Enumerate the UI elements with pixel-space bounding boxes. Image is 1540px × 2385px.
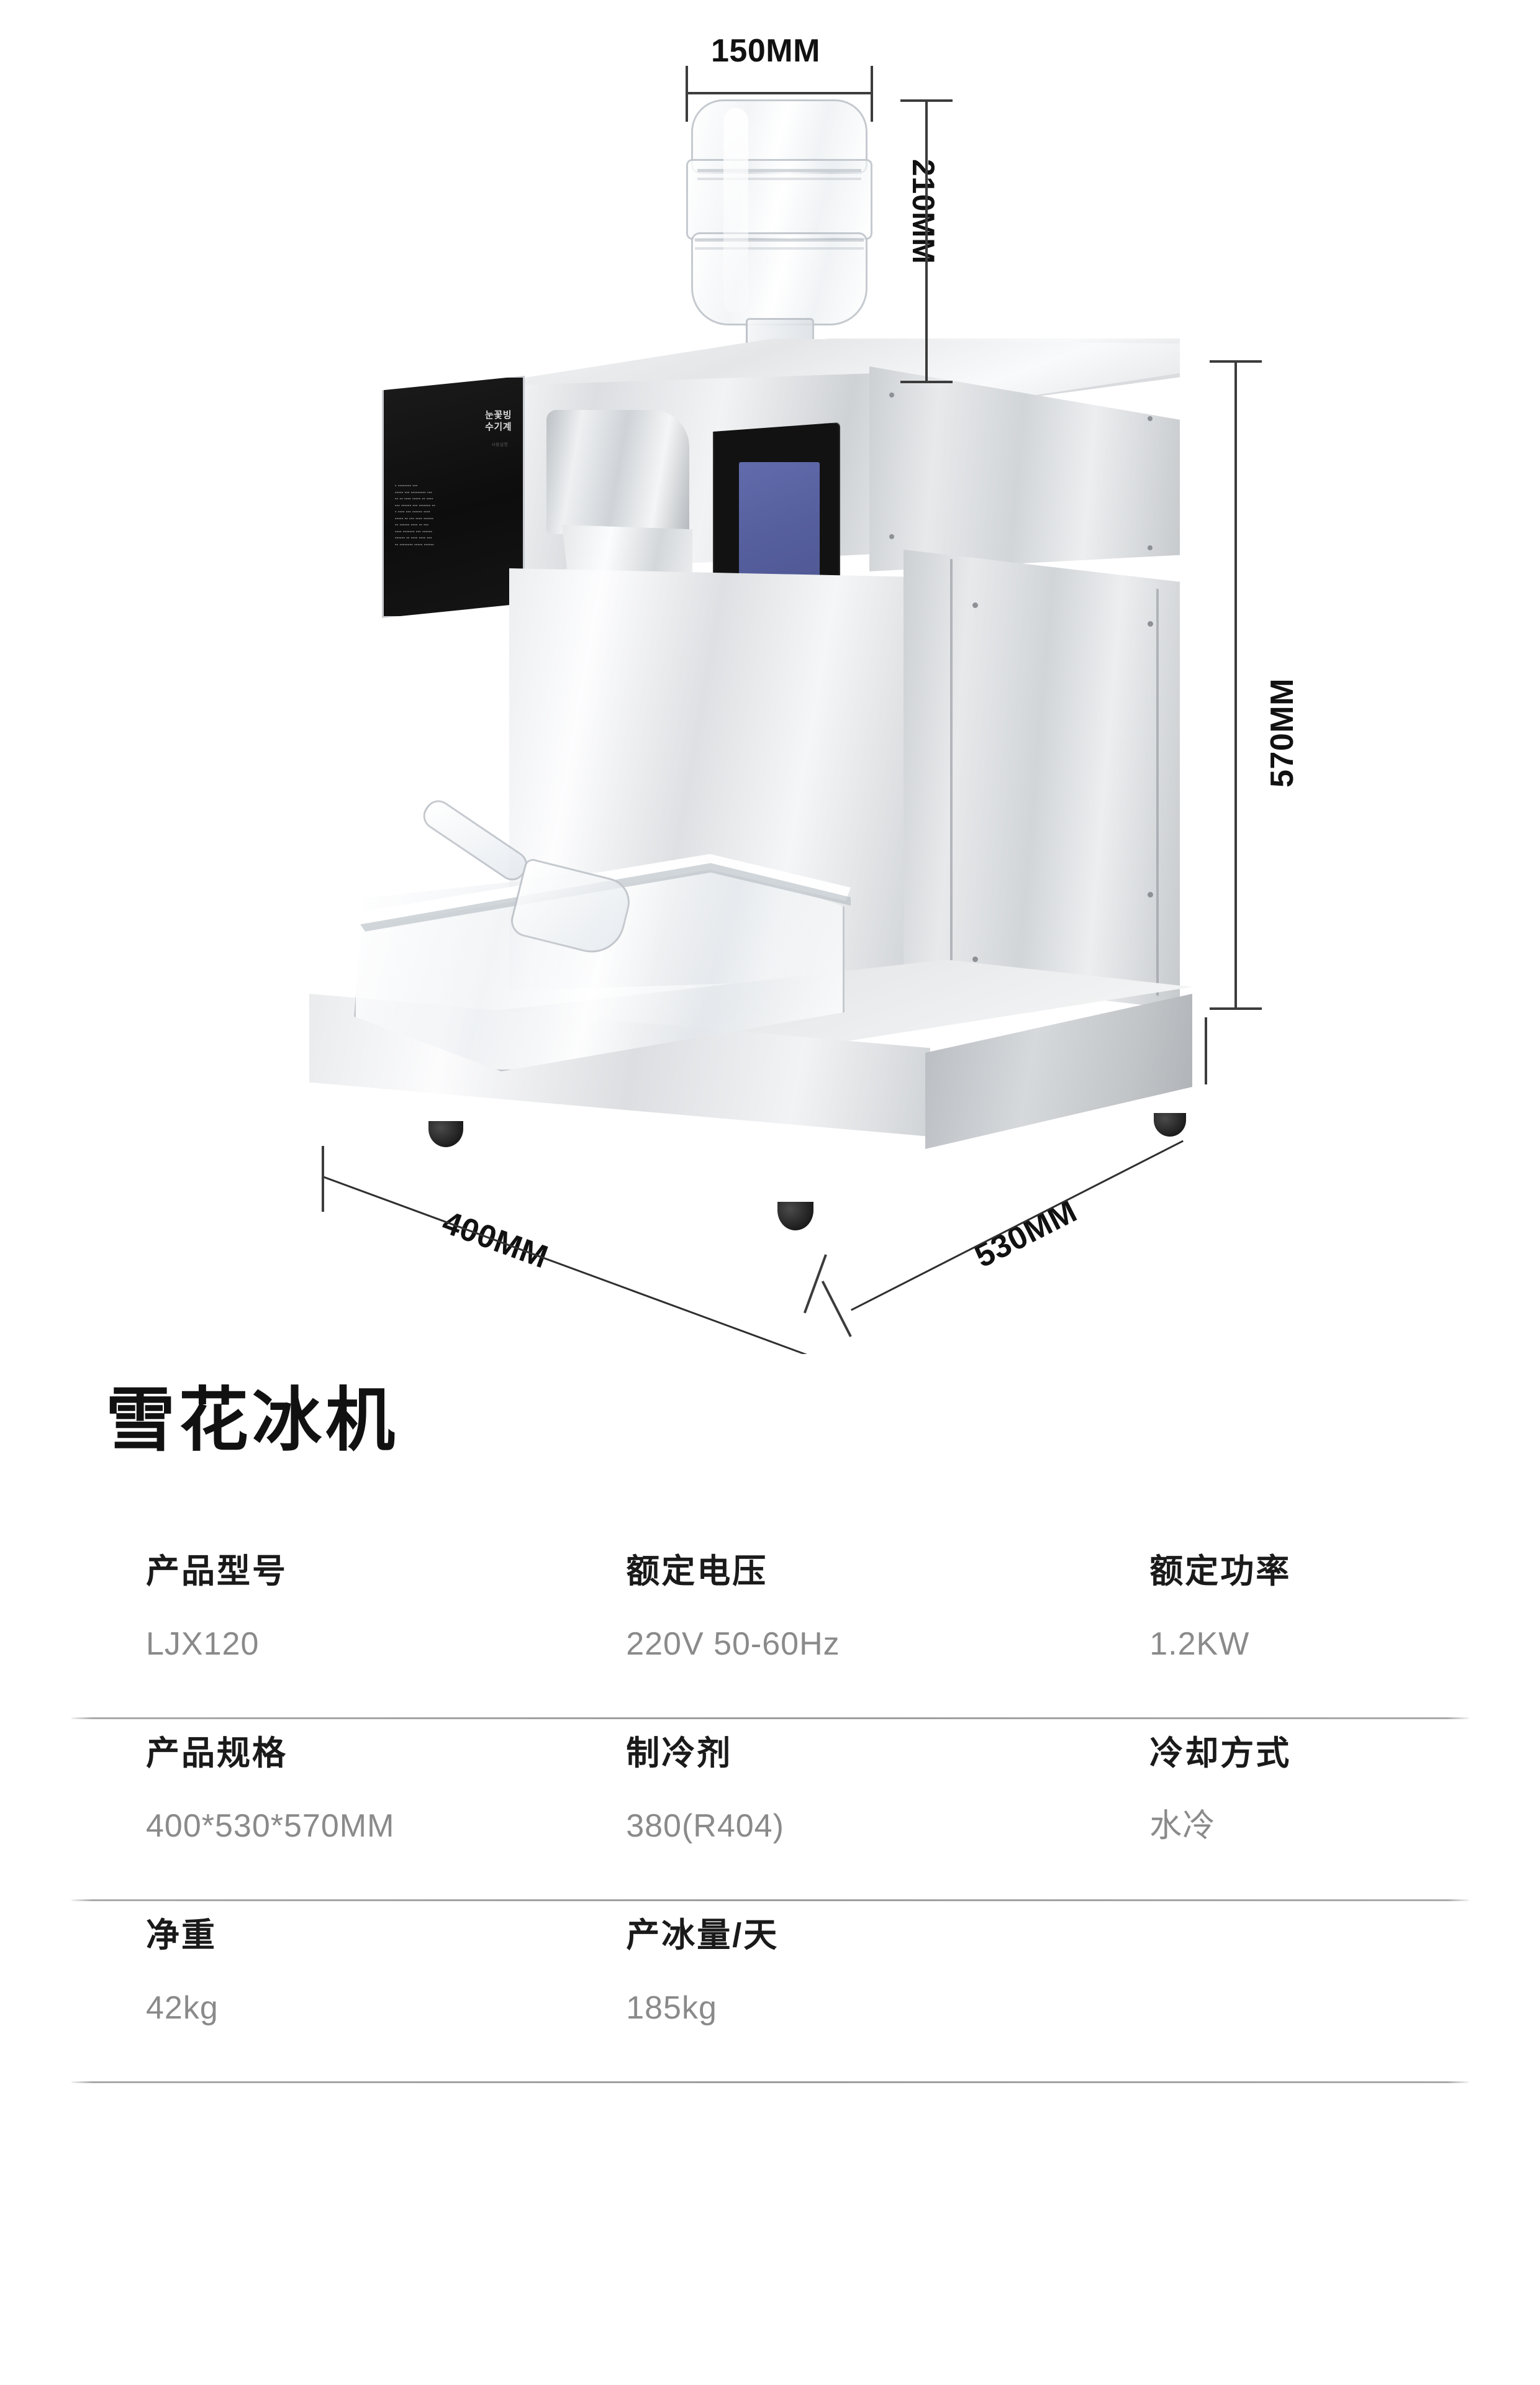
panel-screw — [972, 602, 978, 608]
spec-cell-cooling-method: 冷却方式 水冷 — [1128, 1719, 1465, 1899]
spec-cell-refrigerant: 制冷剂 380(R404) — [604, 1719, 1128, 1899]
page-title: 雪花冰机 — [106, 1381, 399, 1459]
panel-screw — [972, 956, 978, 962]
dim-line-bottle-width — [686, 92, 873, 94]
spec-value: 1.2KW — [1149, 1626, 1250, 1662]
spec-value: 42kg — [146, 1990, 219, 2026]
ice-scoop — [418, 795, 640, 981]
spec-cell-empty — [1128, 1901, 1465, 2081]
dim-line-machine-height — [1234, 360, 1237, 1009]
cabinet-panel-seam — [950, 559, 953, 1004]
instruction-label-panel: 눈꽃빙 수기계 사용설명 ▪ ▪▪▪▪▪▪▪▪ ▪▪▪ ▪▪▪▪▪ ▪▪▪ ▪▪… — [382, 376, 525, 618]
spec-cell-product-size: 产品规格 400*530*570MM — [75, 1719, 604, 1899]
dim-tick — [900, 99, 953, 102]
spec-divider — [71, 1899, 1469, 1901]
specification-section: 雪花冰机 产品型号 LJX120 额定电压 220V 50-60Hz 额定功率 … — [0, 1354, 1540, 2385]
dim-tick — [322, 1146, 324, 1212]
machine-foot — [428, 1121, 463, 1147]
spec-label: 冷却方式 — [1149, 1735, 1292, 1772]
spec-value: 220V 50-60Hz — [626, 1626, 840, 1662]
spec-row: 产品型号 LJX120 额定电压 220V 50-60Hz 额定功率 1.2KW — [0, 1537, 1540, 1717]
water-bottle — [686, 99, 872, 373]
shaver-drum — [546, 410, 689, 534]
panel-screw — [1148, 416, 1153, 421]
spec-label: 制冷剂 — [626, 1735, 733, 1772]
spec-value: LJX120 — [146, 1626, 260, 1662]
spec-cell-net-weight: 净重 42kg — [75, 1901, 604, 2081]
spec-label: 额定功率 — [1149, 1553, 1292, 1590]
panel-screw — [1148, 892, 1153, 897]
spec-label: 额定电压 — [626, 1553, 768, 1590]
dimension-label-machine-height: 570MM — [1264, 678, 1300, 788]
spec-cell-ice-output: 产冰量/天 185kg — [604, 1901, 1128, 2081]
dim-tick — [1210, 360, 1262, 363]
spec-label: 净重 — [146, 1917, 217, 1954]
panel-screw — [1148, 621, 1153, 627]
panel-screw — [1148, 545, 1153, 550]
spec-value: 400*530*570MM — [146, 1808, 395, 1844]
dim-tick — [1210, 1007, 1262, 1010]
spec-cell-product-model: 产品型号 LJX120 — [75, 1537, 604, 1717]
dimension-label-bottle-width: 150MM — [711, 33, 820, 69]
spec-label: 产品型号 — [146, 1553, 288, 1590]
spec-cell-rated-power: 额定功率 1.2KW — [1128, 1537, 1465, 1717]
machine-foot — [777, 1202, 813, 1230]
spec-label: 产冰量/天 — [626, 1917, 779, 1954]
product-dimension-diagram: 눈꽃빙 수기계 사용설명 ▪ ▪▪▪▪▪▪▪▪ ▪▪▪ ▪▪▪▪▪ ▪▪▪ ▪▪… — [309, 33, 1300, 1362]
dim-tick — [900, 381, 953, 383]
spec-value: 185kg — [626, 1990, 717, 2026]
spec-divider — [71, 2081, 1469, 2083]
cabinet-panel-seam — [1156, 589, 1159, 996]
panel-screw — [889, 534, 894, 539]
dimension-label-bottle-height: 210MM — [906, 159, 941, 265]
panel-screw — [889, 393, 894, 398]
spec-label: 产品规格 — [146, 1735, 288, 1772]
label-fine-print: ▪ ▪▪▪▪▪▪▪▪ ▪▪▪ ▪▪▪▪▪ ▪▪▪ ▪▪▪▪▪▪▪▪▪ ▪▪▪ ▪… — [395, 484, 435, 547]
spec-row: 产品规格 400*530*570MM 制冷剂 380(R404) 冷却方式 水冷 — [0, 1719, 1540, 1899]
dim-tick — [1205, 1017, 1207, 1084]
spec-row: 净重 42kg 产冰量/天 185kg — [0, 1901, 1540, 2081]
machine-foot — [1154, 1113, 1186, 1137]
ice-machine-illustration: 눈꽃빙 수기계 사용설명 ▪ ▪▪▪▪▪▪▪▪ ▪▪▪ ▪▪▪▪▪ ▪▪▪ ▪▪… — [309, 99, 1192, 1230]
label-subheading: 사용설명 — [491, 443, 508, 447]
spec-table: 产品型号 LJX120 额定电压 220V 50-60Hz 额定功率 1.2KW… — [0, 1537, 1540, 2083]
dim-line-bottle-height — [925, 99, 928, 382]
label-heading: 눈꽃빙 수기계 — [485, 410, 512, 432]
spec-value: 380(R404) — [626, 1808, 784, 1844]
spec-divider — [71, 1717, 1469, 1719]
machine-upper-side-panel — [869, 366, 1180, 571]
spec-value: 水冷 — [1149, 1808, 1216, 1844]
spec-cell-rated-voltage: 额定电压 220V 50-60Hz — [604, 1537, 1128, 1717]
stainless-cabinet — [904, 550, 1180, 1009]
